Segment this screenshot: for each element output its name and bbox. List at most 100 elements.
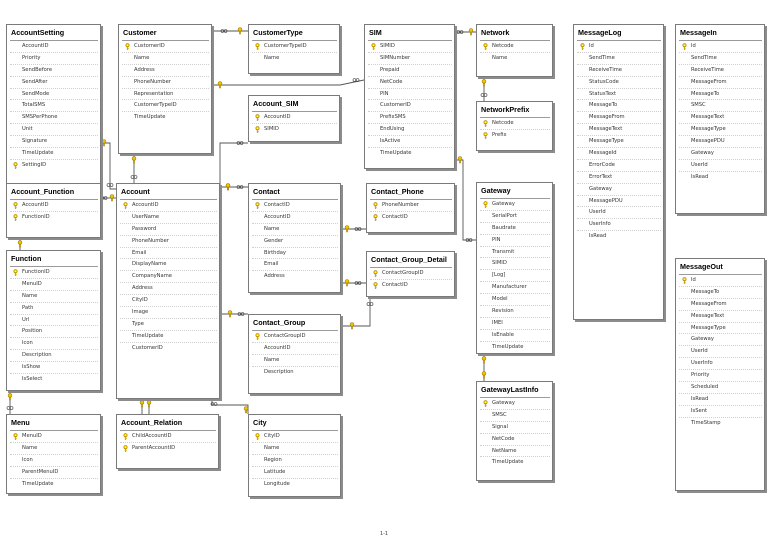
column-row[interactable]: TimeUpdate [480, 457, 550, 468]
column-row[interactable]: ParentAccountID [120, 443, 216, 454]
column-row[interactable]: Prepaid [368, 65, 452, 77]
column-row[interactable]: MessageFrom [577, 112, 661, 125]
column-row[interactable]: Name [252, 443, 338, 455]
column-row[interactable]: Baudrate [480, 223, 550, 235]
column-row[interactable]: CompanyName [120, 271, 217, 284]
column-row[interactable]: TimeUpdate [122, 112, 209, 123]
column-row[interactable]: Address [122, 65, 209, 77]
column-row[interactable]: Unit [10, 124, 98, 137]
column-row[interactable]: MessageFrom [679, 299, 762, 311]
column-row[interactable]: Description [10, 350, 98, 363]
column-row[interactable]: SMSPerPhone [10, 112, 98, 125]
column-row[interactable]: SIMID [368, 41, 452, 53]
column-row[interactable]: AccountID [10, 200, 98, 212]
column-row[interactable]: Gateway [480, 199, 550, 211]
column-row[interactable]: CustomerTypeID [252, 41, 337, 53]
column-row[interactable]: Password [120, 224, 217, 236]
column-row[interactable]: IsShow [10, 362, 98, 375]
column-row[interactable]: NetCode [368, 77, 452, 89]
column-row[interactable]: AccountID [252, 343, 338, 355]
column-row[interactable]: MessageType [679, 323, 762, 335]
column-row[interactable]: MessageText [577, 124, 661, 137]
column-row[interactable]: Signature [10, 136, 98, 149]
column-row[interactable]: StatusCode [577, 77, 661, 89]
column-row[interactable]: PhoneNumber [370, 200, 452, 212]
column-row[interactable]: Url [10, 315, 98, 327]
column-row[interactable]: Scheduled [679, 382, 762, 394]
column-row[interactable]: Priority [10, 53, 98, 65]
column-row[interactable]: IsSent [679, 406, 762, 418]
column-row[interactable]: Name [10, 291, 98, 303]
column-row[interactable]: MenuID [10, 279, 98, 291]
column-row[interactable]: Netcode [480, 41, 550, 53]
column-row[interactable]: Netcode [480, 118, 550, 130]
column-row[interactable]: Name [480, 53, 550, 64]
column-row[interactable]: Email [252, 259, 338, 272]
column-row[interactable]: ContactID [370, 212, 452, 223]
column-row[interactable]: [Log] [480, 270, 550, 283]
column-row[interactable]: PIN [368, 89, 452, 101]
column-row[interactable]: SerialPort [480, 211, 550, 223]
column-row[interactable]: Transmit [480, 247, 550, 259]
column-row[interactable]: Id [679, 41, 762, 53]
column-row[interactable]: IsSelect [10, 374, 98, 385]
column-row[interactable]: AccountID [252, 112, 337, 124]
column-row[interactable]: Prefix [480, 130, 550, 141]
column-row[interactable]: ReceiveTime [577, 65, 661, 77]
column-row[interactable]: SIMID [480, 258, 550, 271]
column-row[interactable]: UserInfo [577, 219, 661, 232]
column-row[interactable]: ContactGroupID [370, 268, 452, 280]
column-row[interactable]: CustomerID [122, 41, 209, 53]
column-row[interactable]: Image [120, 307, 217, 319]
column-row[interactable]: PhoneNumber [122, 77, 209, 89]
column-row[interactable]: FunctionID [10, 212, 98, 223]
column-row[interactable]: UserId [577, 207, 661, 220]
column-row[interactable]: Address [120, 283, 217, 296]
column-row[interactable]: ErrorText [577, 172, 661, 184]
column-row[interactable]: ErrorCode [577, 160, 661, 172]
column-row[interactable]: Name [122, 53, 209, 65]
column-row[interactable]: ParentMenuID [10, 467, 98, 479]
column-row[interactable]: SettingID [10, 160, 98, 171]
column-row[interactable]: AccountID [252, 212, 338, 224]
column-row[interactable]: Name [252, 355, 338, 367]
column-row[interactable]: Latitude [252, 467, 338, 479]
column-row[interactable]: ReceiveTime [679, 65, 762, 77]
column-row[interactable]: StatusText [577, 89, 661, 101]
column-row[interactable]: ContactGroupID [252, 331, 338, 343]
column-row[interactable]: ChildAccountID [120, 431, 216, 443]
column-row[interactable]: MessagePDU [577, 196, 661, 208]
column-row[interactable]: Region [252, 455, 338, 467]
column-row[interactable]: Id [679, 275, 762, 287]
column-row[interactable]: SendTime [577, 53, 661, 65]
column-row[interactable]: Gateway [679, 334, 762, 347]
column-row[interactable]: DisplayName [120, 259, 217, 272]
column-row[interactable]: CustomerID [120, 343, 217, 354]
column-row[interactable]: Icon [10, 455, 98, 467]
column-row[interactable]: TimeUpdate [368, 148, 452, 159]
column-row[interactable]: Type [120, 319, 217, 331]
column-row[interactable]: UserInfo [679, 358, 762, 371]
column-row[interactable]: Longitude [252, 479, 338, 490]
column-row[interactable]: NetName [480, 446, 550, 458]
column-row[interactable]: AccountID [10, 41, 98, 53]
column-row[interactable]: Revision [480, 306, 550, 318]
column-row[interactable]: TimeUpdate [480, 342, 550, 353]
column-row[interactable]: IsActive [368, 136, 452, 149]
column-row[interactable]: MessageTo [679, 89, 762, 101]
